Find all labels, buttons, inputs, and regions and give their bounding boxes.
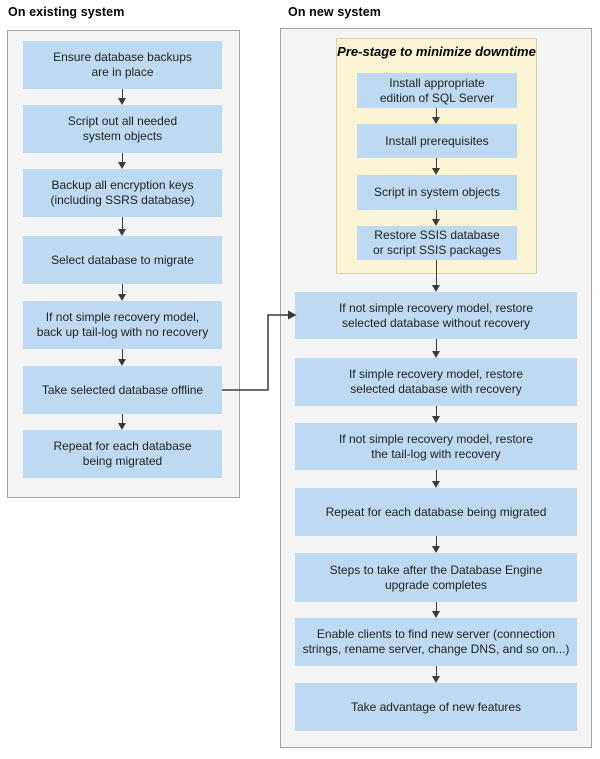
arrow-down-icon — [116, 217, 129, 236]
arrow-down-icon — [430, 666, 443, 683]
arrow-down-icon — [116, 89, 129, 105]
arrow-down-icon — [430, 470, 443, 488]
arrow-down-icon — [116, 349, 129, 366]
step-repeat-existing: Repeat for each database being migrated — [23, 430, 222, 478]
step-ensure-backups: Ensure database backups are in place — [23, 41, 222, 89]
arrow-down-icon — [430, 536, 443, 553]
arrow-down-icon — [430, 339, 443, 358]
step-backup-tail-log: If not simple recovery model, back up ta… — [23, 301, 222, 349]
arrow-down-icon — [430, 158, 443, 175]
step-script-system-objects: Script out all needed system objects — [23, 105, 222, 153]
arrow-down-icon — [116, 153, 129, 169]
step-enable-clients: Enable clients to find new server (conne… — [295, 618, 577, 666]
prestage-title: Pre-stage to minimize downtime — [337, 44, 536, 59]
arrow-down-icon — [430, 602, 443, 618]
step-install-sql-server: Install appropriate edition of SQL Serve… — [357, 73, 517, 108]
step-restore-with-recovery: If simple recovery model, restore select… — [295, 358, 577, 406]
arrow-down-icon — [116, 284, 129, 301]
new-system-title: On new system — [288, 5, 381, 19]
step-select-database: Select database to migrate — [23, 236, 222, 284]
existing-system-title: On existing system — [8, 5, 125, 19]
arrow-down-icon — [430, 108, 443, 124]
arrow-down-icon — [116, 414, 129, 430]
step-repeat-new: Repeat for each database being migrated — [295, 488, 577, 536]
step-restore-without-recovery: If not simple recovery model, restore se… — [295, 292, 577, 339]
step-backup-encryption-keys: Backup all encryption keys (including SS… — [23, 169, 222, 217]
arrow-down-icon — [430, 260, 443, 292]
step-post-upgrade-steps: Steps to take after the Database Engine … — [295, 553, 577, 602]
step-restore-tail-log: If not simple recovery model, restore th… — [295, 423, 577, 470]
step-install-prerequisites: Install prerequisites — [357, 124, 517, 158]
step-restore-ssis: Restore SSIS database or script SSIS pac… — [357, 226, 517, 260]
arrow-down-icon — [430, 210, 443, 226]
step-new-features: Take advantage of new features — [295, 683, 577, 731]
step-script-in-system-objects: Script in system objects — [357, 175, 517, 210]
arrow-down-icon — [430, 406, 443, 423]
step-take-database-offline: Take selected database offline — [23, 366, 222, 414]
